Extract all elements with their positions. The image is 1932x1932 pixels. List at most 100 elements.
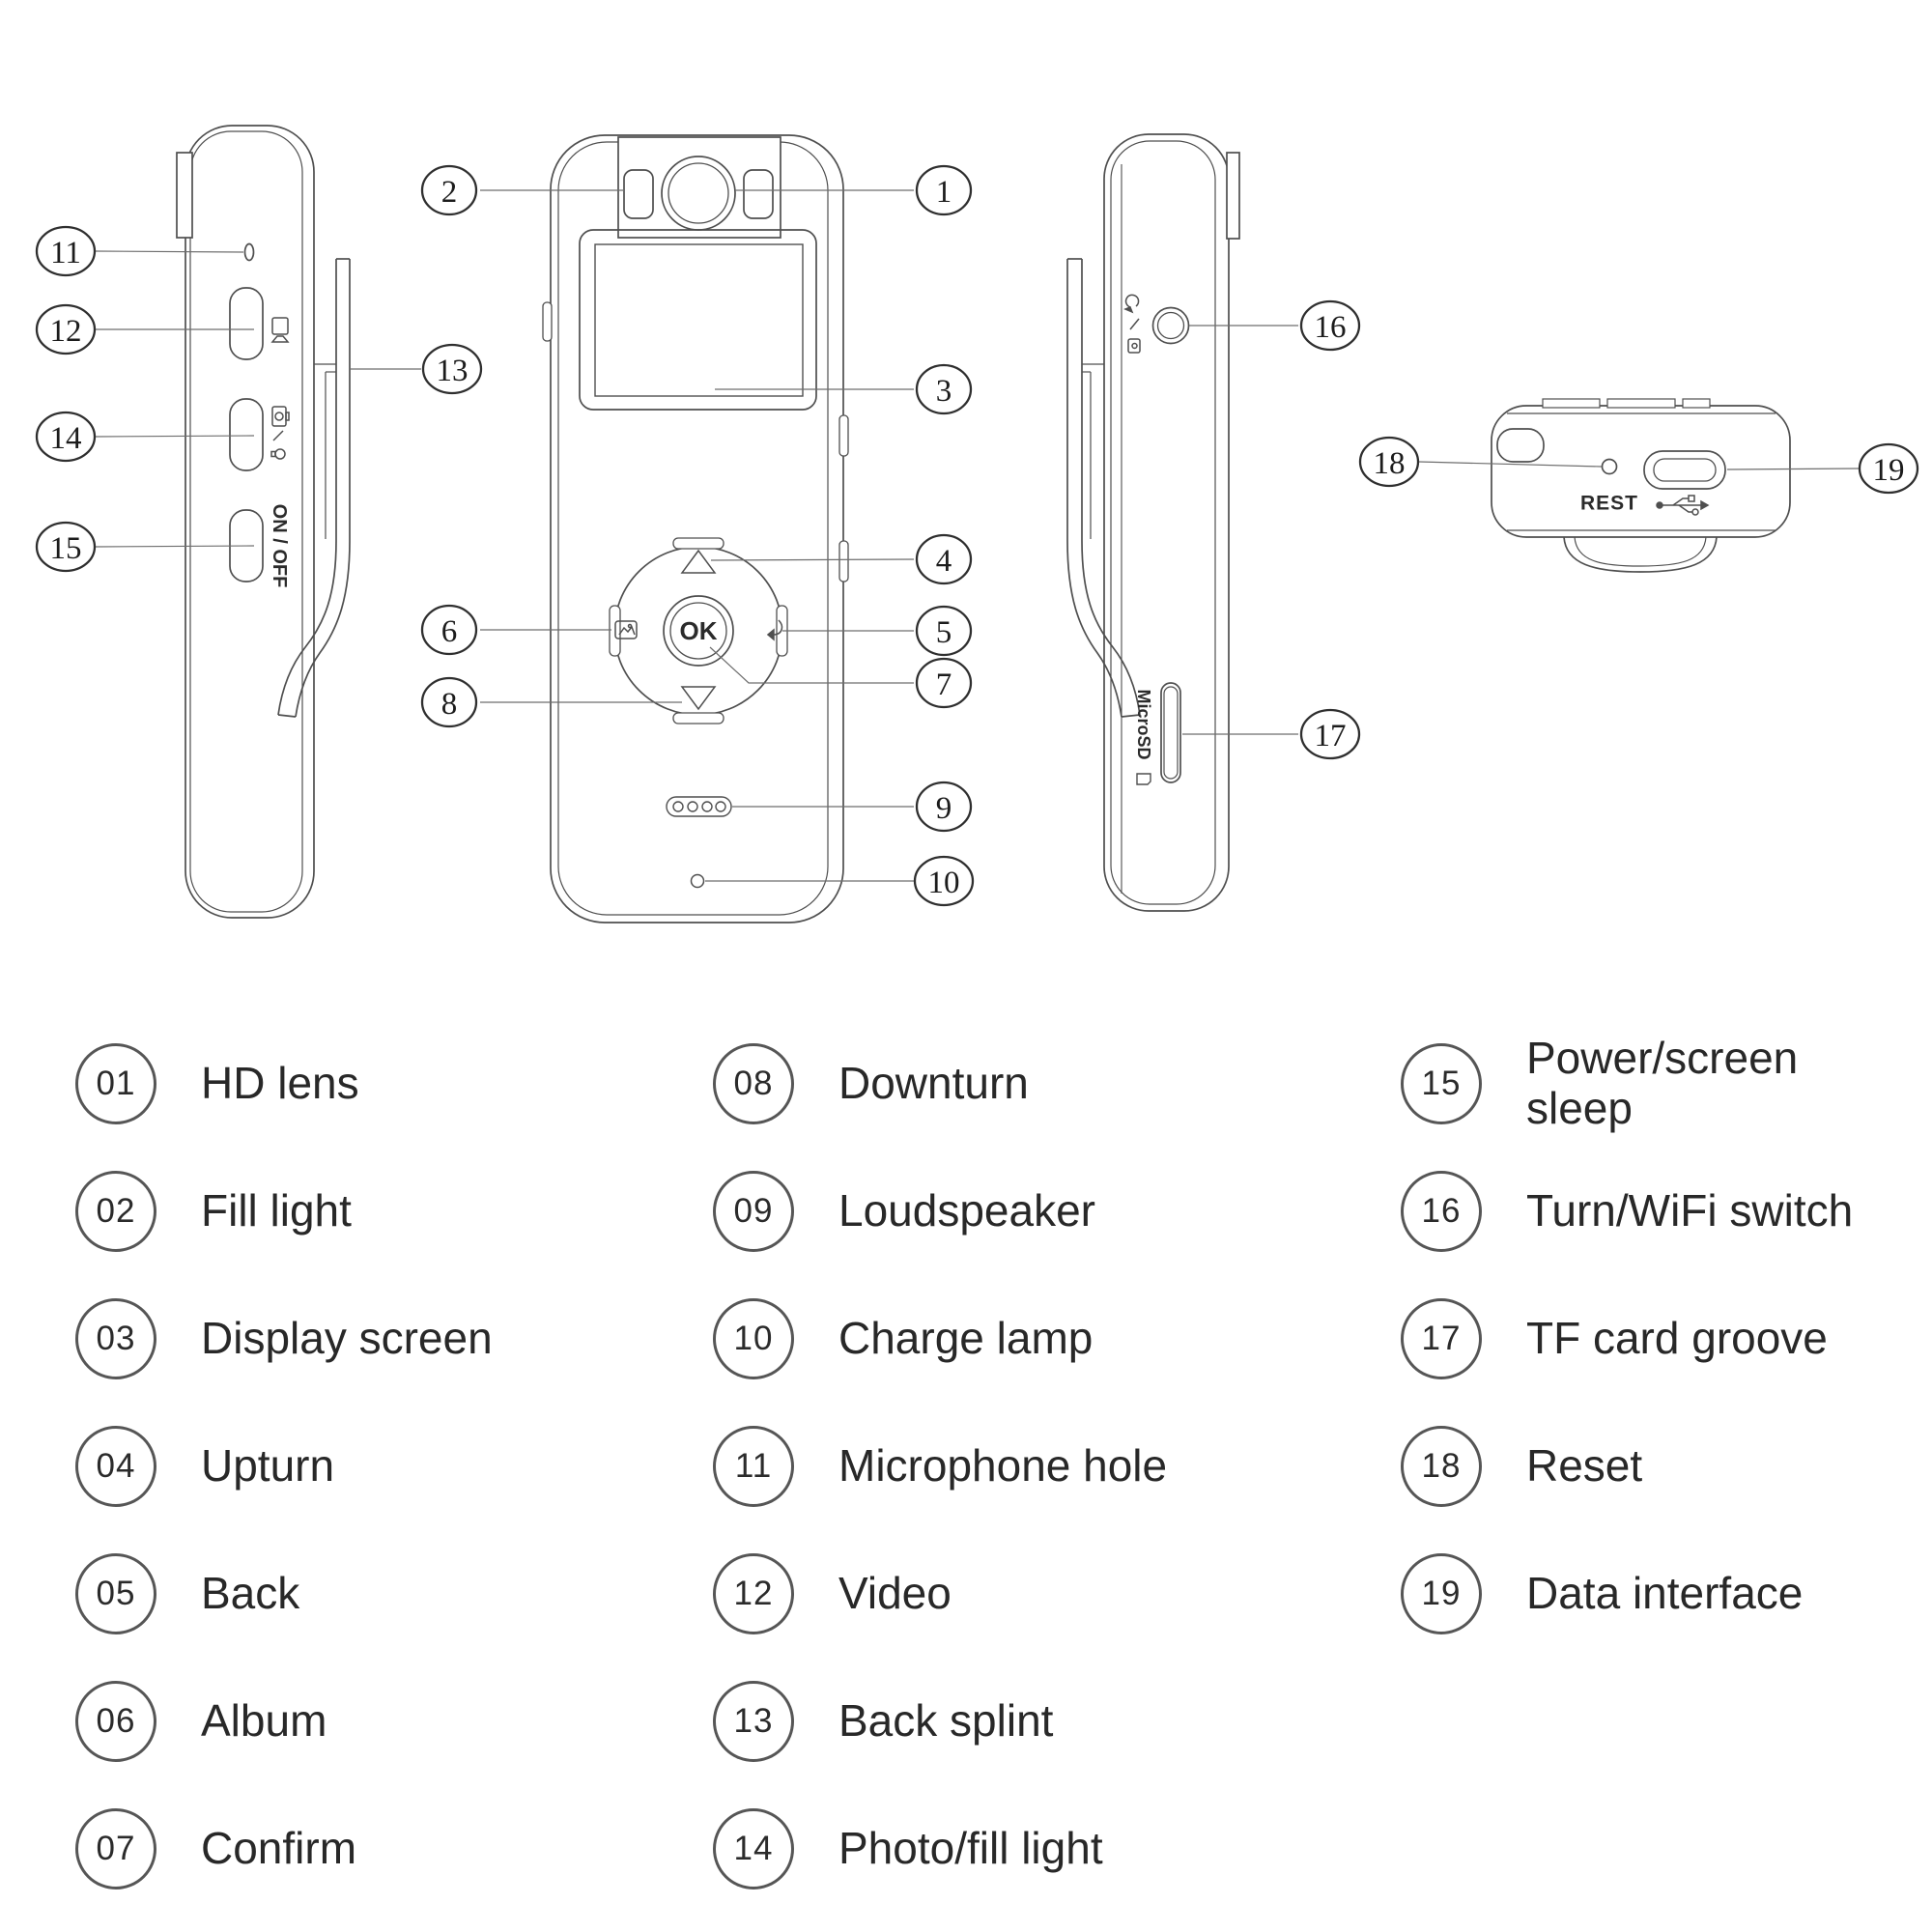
slash-divider-16 bbox=[1129, 318, 1140, 330]
legend-item: 16 Turn/WiFi switch bbox=[1401, 1148, 1913, 1275]
legend-item: 18 Reset bbox=[1401, 1403, 1913, 1530]
callout-5: 5 bbox=[782, 605, 973, 657]
callout-4: 4 bbox=[710, 533, 973, 585]
svg-text:1: 1 bbox=[936, 175, 952, 210]
legend-number: 13 bbox=[713, 1681, 794, 1762]
legend-number: 10 bbox=[713, 1298, 794, 1379]
callout-16: 16 bbox=[1189, 299, 1361, 352]
legend-label: Microphone hole bbox=[838, 1440, 1168, 1492]
legend-item: 09 Loudspeaker bbox=[713, 1148, 1312, 1275]
legend-column-2: 08 Downturn 09 Loudspeaker 10 Charge lam… bbox=[713, 1020, 1312, 1913]
callout-12: 12 bbox=[35, 303, 254, 355]
front-body-outer bbox=[550, 134, 844, 923]
turn-wifi-button-outer bbox=[1151, 306, 1190, 345]
legend-label: Album bbox=[201, 1695, 327, 1747]
tf-card-slot bbox=[1160, 682, 1181, 783]
legend-item: 06 Album bbox=[75, 1658, 616, 1785]
microphone-hole bbox=[243, 242, 255, 262]
legend-label: Fill light bbox=[201, 1185, 352, 1236]
back-button bbox=[766, 619, 783, 641]
upturn-button bbox=[680, 549, 717, 574]
legend-number: 15 bbox=[1401, 1043, 1482, 1124]
right-body-inner bbox=[1110, 140, 1216, 905]
callout-13: 13 bbox=[351, 343, 483, 395]
video-icon bbox=[270, 317, 290, 343]
svg-text:6: 6 bbox=[441, 614, 458, 649]
fill-light-right bbox=[743, 169, 774, 219]
callout-6: 6 bbox=[420, 604, 611, 656]
legend-item: 03 Display screen bbox=[75, 1275, 616, 1403]
legend-number: 12 bbox=[713, 1553, 794, 1634]
hd-lens-inner bbox=[668, 162, 729, 224]
callout-7: 7 bbox=[709, 646, 973, 709]
svg-text:17: 17 bbox=[1315, 719, 1347, 753]
usb-port bbox=[1643, 450, 1726, 490]
legend-number: 16 bbox=[1401, 1171, 1482, 1252]
rest-label: REST bbox=[1580, 493, 1638, 515]
legend-label: Back splint bbox=[838, 1695, 1054, 1747]
callout-14: 14 bbox=[35, 411, 255, 463]
downturn-button bbox=[680, 686, 717, 711]
ok-button-outer bbox=[663, 595, 734, 667]
wifi-cam-icon bbox=[1127, 338, 1141, 354]
svg-text:9: 9 bbox=[936, 791, 952, 826]
legend-item: 01 HD lens bbox=[75, 1020, 616, 1148]
loudspeaker bbox=[666, 796, 732, 817]
legend-label: Display screen bbox=[201, 1313, 493, 1364]
photo-button bbox=[229, 398, 264, 471]
legend-label: Charge lamp bbox=[838, 1313, 1094, 1364]
callout-19: 19 bbox=[1726, 442, 1919, 495]
legend-item: 19 Data interface bbox=[1401, 1530, 1913, 1658]
legend-column-3: 15 Power/screen sleep 16 Turn/WiFi switc… bbox=[1401, 1020, 1913, 1658]
legend-label: Back bbox=[201, 1568, 300, 1619]
clip-end bbox=[1496, 428, 1545, 463]
svg-text:4: 4 bbox=[936, 544, 952, 579]
edge-bump-right-1 bbox=[838, 414, 849, 457]
legend-item: 17 TF card groove bbox=[1401, 1275, 1913, 1403]
left-body-outer bbox=[185, 125, 315, 919]
video-button bbox=[229, 287, 264, 360]
svg-text:12: 12 bbox=[50, 314, 82, 349]
legend-number: 02 bbox=[75, 1171, 156, 1252]
legend-label: Data interface bbox=[1526, 1568, 1804, 1619]
svg-text:11: 11 bbox=[50, 236, 81, 270]
legend-item: 14 Photo/fill light bbox=[713, 1785, 1312, 1913]
legend-number: 05 bbox=[75, 1553, 156, 1634]
callout-17: 17 bbox=[1182, 708, 1361, 760]
flash-bulb-icon bbox=[270, 448, 286, 460]
wheel-notch-bottom bbox=[672, 712, 724, 724]
legend-number: 18 bbox=[1401, 1426, 1482, 1507]
front-view: OK bbox=[542, 134, 849, 923]
legend-item: 12 Video bbox=[713, 1530, 1312, 1658]
micro-sd-label: MicroSD bbox=[1134, 689, 1153, 759]
legend-number: 01 bbox=[75, 1043, 156, 1124]
legend-item: 13 Back splint bbox=[713, 1658, 1312, 1785]
camera-icon bbox=[271, 406, 290, 427]
legend-label: Upturn bbox=[201, 1440, 335, 1492]
legend-number: 03 bbox=[75, 1298, 156, 1379]
device-diagram: ON / OFF bbox=[35, 125, 1919, 923]
callout-18: 18 bbox=[1358, 436, 1603, 488]
bottom-tab-2 bbox=[1606, 398, 1676, 409]
svg-text:10: 10 bbox=[928, 866, 960, 900]
callout-2: 2 bbox=[420, 164, 624, 216]
legend-number: 14 bbox=[713, 1808, 794, 1889]
legend-label: Power/screen sleep bbox=[1526, 1033, 1799, 1133]
back-splint-right bbox=[1066, 258, 1141, 718]
edge-bump-right-2 bbox=[838, 540, 849, 582]
right-top-tab bbox=[1226, 152, 1240, 240]
album-button bbox=[614, 620, 638, 639]
legend-label: Photo/fill light bbox=[838, 1823, 1103, 1874]
turn-icon bbox=[1123, 294, 1140, 314]
svg-text:18: 18 bbox=[1374, 446, 1406, 481]
legend-label: Reset bbox=[1526, 1440, 1643, 1492]
legend-item: 04 Upturn bbox=[75, 1403, 616, 1530]
slash-divider-14 bbox=[272, 430, 284, 441]
right-side-view: MicroSD bbox=[1066, 133, 1240, 912]
lens-bump-inner bbox=[1574, 536, 1707, 567]
legend-number: 04 bbox=[75, 1426, 156, 1507]
svg-text:2: 2 bbox=[441, 175, 458, 210]
wheel-notch-top bbox=[672, 537, 724, 550]
callout-11: 11 bbox=[35, 225, 244, 277]
